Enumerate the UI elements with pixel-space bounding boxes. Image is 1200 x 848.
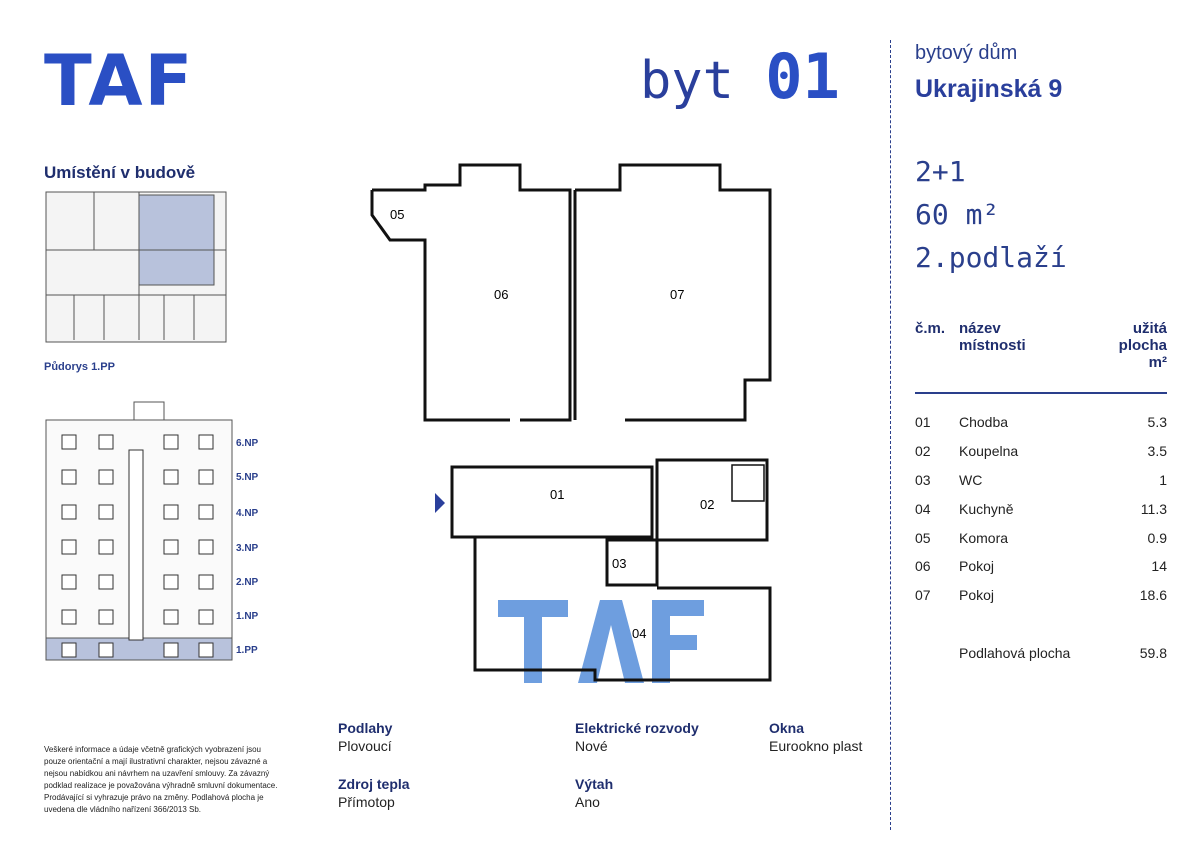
spec-label-electric: Elektrické rozvody xyxy=(575,720,699,736)
cell-name: Koupelna xyxy=(959,443,1019,460)
floor-label-1np: 1.NP xyxy=(236,611,259,622)
apartment-number: 01 xyxy=(765,40,840,113)
spec-value-elevator: Ano xyxy=(575,794,600,810)
spec-value-floors: Plovoucí xyxy=(338,738,392,754)
building-type: bytový dům xyxy=(915,42,1018,64)
floor-label-6np: 6.NP xyxy=(236,438,259,449)
table-row: 07 Pokoj 18.6 xyxy=(915,581,1167,610)
spec-value-heating: Přímotop xyxy=(338,794,395,810)
apartment-area: 60 m² xyxy=(915,198,1000,231)
apartment-floor-plan: 05 06 07 01 02 03 04 xyxy=(370,163,772,683)
cell-no: 03 xyxy=(915,471,931,488)
apartment-floor: 2.podlaží xyxy=(915,241,1067,274)
cell-no: 01 xyxy=(915,414,931,431)
room-label-01: 01 xyxy=(550,487,564,502)
divider xyxy=(890,40,891,830)
room-label-07: 07 xyxy=(670,287,684,302)
spec-label-windows: Okna xyxy=(769,720,805,736)
cell-name: Pokoj xyxy=(959,587,995,604)
room-label-05: 05 xyxy=(390,207,404,222)
col-header-no: č.m. xyxy=(915,320,946,337)
table-row: 02 Koupelna 3.5 xyxy=(915,437,1167,466)
title-prefix: byt xyxy=(640,51,734,111)
cell-name: Kuchyně xyxy=(959,500,1014,517)
spec-label-floors: Podlahy xyxy=(338,720,393,736)
cell-area: 11.3 xyxy=(1140,500,1167,517)
cell-area: 14 xyxy=(1151,558,1167,575)
cell-name: Komora xyxy=(959,529,1009,546)
apartment-layout: 2+1 xyxy=(915,155,966,188)
spec-value-windows: Eurookno plast xyxy=(769,738,863,754)
building-address: Ukrajinská 9 xyxy=(915,75,1063,103)
cell-no: 04 xyxy=(915,500,931,517)
cell-area: 18.6 xyxy=(1139,587,1167,604)
basement-plan-thumbnail xyxy=(45,191,227,343)
location-title: Umístění v budově xyxy=(44,163,196,182)
spec-label-heating: Zdroj tepla xyxy=(338,776,410,792)
table-row: 01 Chodba 5.3 xyxy=(915,408,1167,437)
table-row: 04 Kuchyně 11.3 xyxy=(915,494,1167,523)
room-label-04: 04 xyxy=(632,626,646,641)
spec-value-electric: Nové xyxy=(575,738,608,754)
cell-name: Chodba xyxy=(959,414,1009,431)
rooms-table: č.m. název místnosti užitá plocha m² 01 C… xyxy=(915,320,1167,667)
floor-label-3np: 3.NP xyxy=(236,543,259,554)
room-label-06: 06 xyxy=(494,287,508,302)
cell-no: 05 xyxy=(915,529,931,546)
table-row: 06 Pokoj 14 xyxy=(915,552,1167,581)
cell-no: 07 xyxy=(915,587,931,604)
room-label-02: 02 xyxy=(700,497,714,512)
cell-area: 5.3 xyxy=(1147,414,1167,431)
table-row: 05 Komora 0.9 xyxy=(915,523,1167,552)
taf-logo: TAF xyxy=(44,40,195,122)
building-elevation xyxy=(45,401,233,661)
cell-area: 3.5 xyxy=(1147,443,1167,460)
floor-label-5np: 5.NP xyxy=(236,472,259,483)
floor-label-1pp: 1.PP xyxy=(236,645,258,656)
table-row: 03 WC 1 xyxy=(915,466,1167,495)
total-label: Podlahová plocha xyxy=(959,644,1071,661)
disclaimer: Veškeré informace a údaje včetně grafick… xyxy=(44,745,278,814)
cell-name: Pokoj xyxy=(959,558,995,575)
cell-no: 02 xyxy=(915,443,931,460)
floor-label-4np: 4.NP xyxy=(236,508,259,519)
cell-area: 0.9 xyxy=(1147,529,1167,546)
apartment-title: byt 01 xyxy=(640,40,840,113)
floor-label-2np: 2.NP xyxy=(236,577,259,588)
taf-watermark xyxy=(498,600,704,683)
spec-label-elevator: Výtah xyxy=(575,776,614,792)
cell-area: 1 xyxy=(1159,471,1167,488)
col-header-name: název místnosti xyxy=(959,320,1026,354)
total-row: Podlahová plocha 59.8 xyxy=(915,639,1167,668)
cell-name: WC xyxy=(959,471,983,488)
col-header-area: užitá plocha m² xyxy=(1118,320,1167,371)
room-label-03: 03 xyxy=(612,556,626,571)
total-value: 59.8 xyxy=(1139,644,1167,661)
plan-caption: Půdorys 1.PP xyxy=(44,361,115,373)
cell-no: 06 xyxy=(915,558,931,575)
